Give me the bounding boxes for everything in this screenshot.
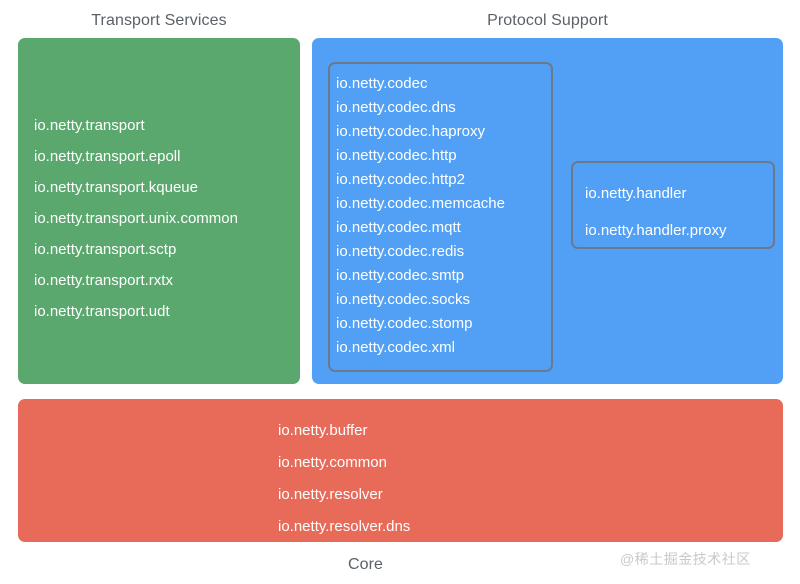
list-item: io.netty.codec.redis xyxy=(336,243,465,260)
list-item: io.netty.codec.haproxy xyxy=(336,123,485,140)
handler-group-box xyxy=(571,161,775,249)
list-item: io.netty.codec.dns xyxy=(336,99,456,116)
protocol-support-caption: Protocol Support xyxy=(487,12,608,29)
list-item: io.netty.codec.http2 xyxy=(336,171,465,188)
list-item: io.netty.handler.proxy xyxy=(585,222,727,239)
list-item: io.netty.codec.stomp xyxy=(336,315,473,332)
transport-package-list: io.netty.transport io.netty.transport.ep… xyxy=(34,110,238,327)
list-item: io.netty.codec.mqtt xyxy=(336,219,461,236)
list-item: io.netty.codec.memcache xyxy=(336,195,505,212)
core-caption: Core xyxy=(347,556,384,573)
watermark-label: @稀土掘金技术社区 xyxy=(620,551,751,567)
list-item: io.netty.buffer xyxy=(278,422,368,439)
list-item: io.netty.resolver xyxy=(278,486,383,503)
codec-group-box xyxy=(328,62,553,372)
transport-services-panel xyxy=(18,38,300,384)
list-item: io.netty.codec.http xyxy=(336,147,457,164)
codec-package-list: io.netty.codec io.netty.codec.dns io.net… xyxy=(336,72,505,360)
list-item: io.netty.handler xyxy=(585,185,687,202)
list-item: io.netty.transport.kqueue xyxy=(34,179,198,196)
handler-package-list: io.netty.handler io.netty.handler.proxy xyxy=(585,175,726,249)
core-package-list: io.netty.buffer io.netty.common io.netty… xyxy=(278,415,410,543)
list-item: io.netty.common xyxy=(278,454,387,471)
list-item: io.netty.codec.xml xyxy=(336,339,455,356)
list-item: io.netty.transport.epoll xyxy=(34,148,181,165)
list-item: io.netty.transport.rxtx xyxy=(34,272,173,289)
list-item: io.netty.resolver.dns xyxy=(278,518,411,535)
list-item: io.netty.transport.udt xyxy=(34,303,170,320)
list-item: io.netty.codec.socks xyxy=(336,291,470,308)
list-item: io.netty.codec xyxy=(336,75,428,92)
list-item: io.netty.transport xyxy=(34,117,145,134)
list-item: io.netty.codec.smtp xyxy=(336,267,465,284)
list-item: io.netty.transport.sctp xyxy=(34,241,177,258)
list-item: io.netty.transport.unix.common xyxy=(34,210,238,227)
core-panel xyxy=(18,399,783,542)
protocol-support-panel xyxy=(312,38,783,384)
transport-services-caption: Transport Services xyxy=(91,12,227,29)
